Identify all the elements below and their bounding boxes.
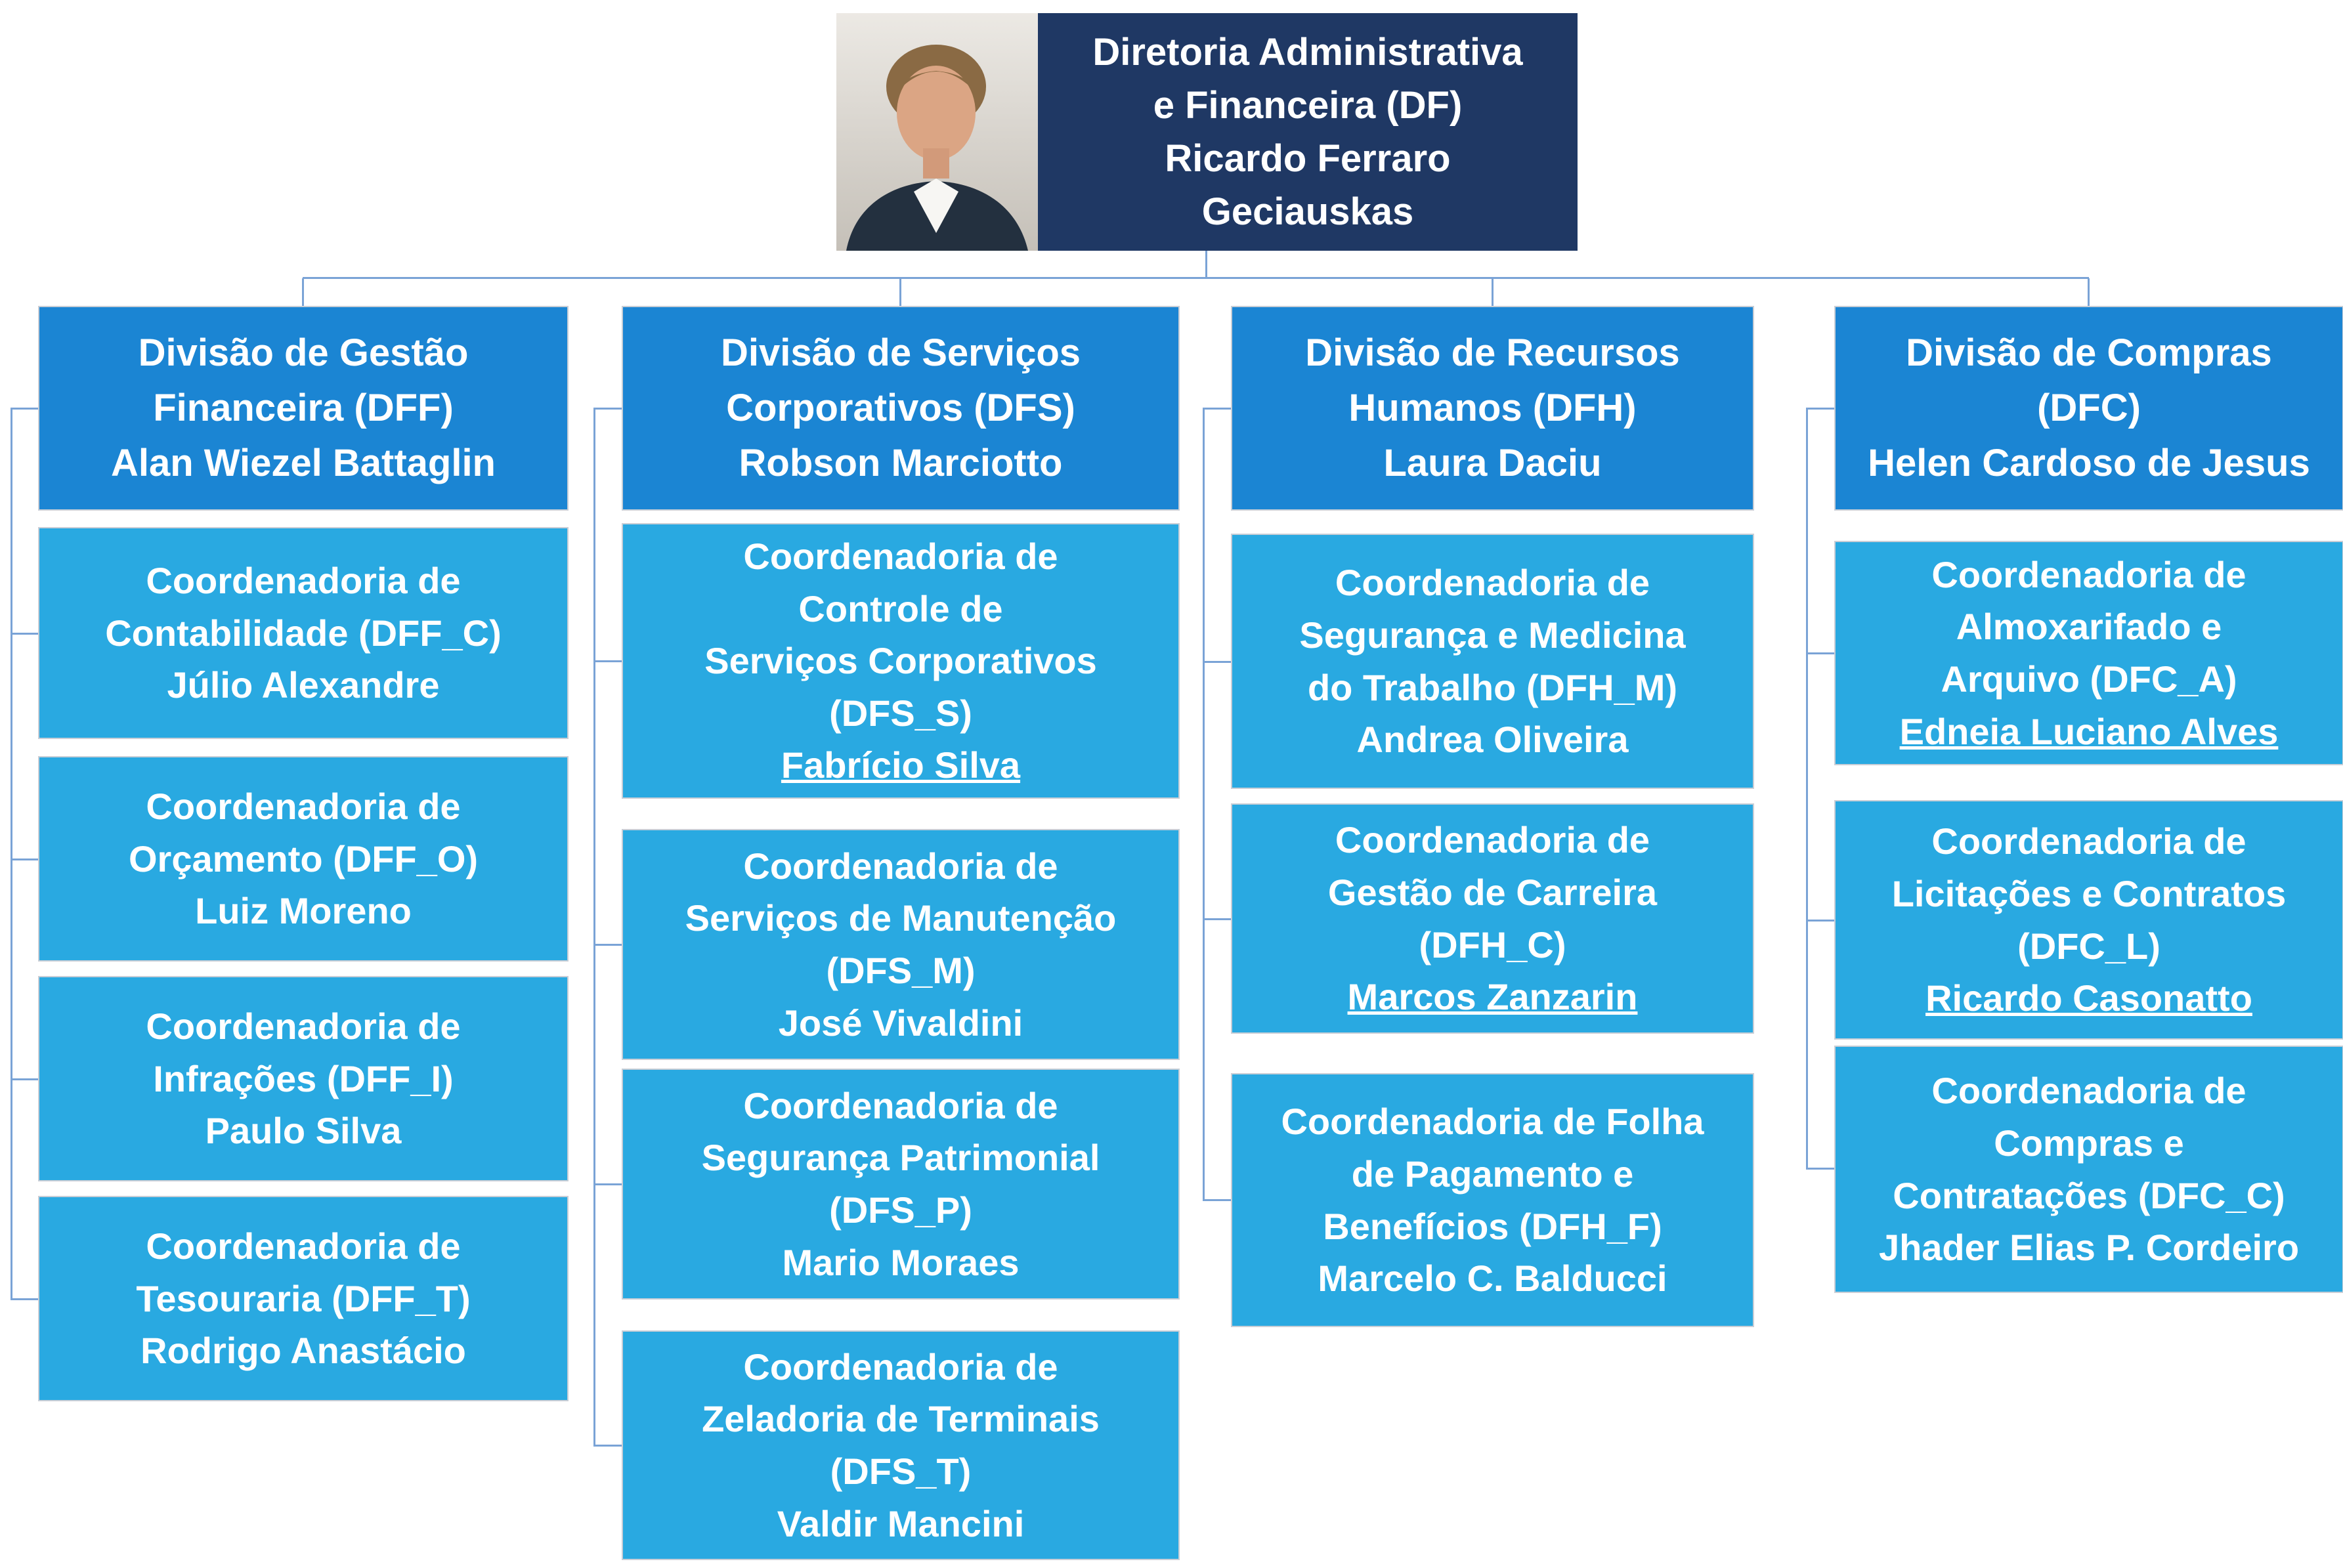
org-box-title: Coordenadoria de Compras e Contratações … (1893, 1070, 2285, 1216)
org-box-title: Divisão de Compras (DFC) (1906, 331, 2272, 429)
connector-line (1806, 408, 1808, 1170)
org-box-manager: Marcelo C. Balducci (1318, 1258, 1667, 1300)
connector-line (1203, 661, 1232, 663)
org-box-manager: Laura Daciu (1383, 442, 1602, 485)
org-box-title: Coordenadoria de Segurança Patrimonial (… (701, 1084, 1100, 1231)
connector-line (2088, 278, 2090, 306)
connector-line (11, 858, 39, 860)
connector-line (11, 408, 12, 1300)
org-box-title: Coordenadoria de Controle de Serviços Co… (704, 536, 1097, 734)
connector-line (1806, 408, 1836, 410)
connector-line (302, 278, 304, 306)
connector-line (1203, 408, 1232, 410)
connector-line (593, 408, 595, 1446)
org-box-manager: Robson Marciotto (739, 442, 1063, 485)
org-box-dfc-c: Coordenadoria de Compras e Contratações … (1834, 1046, 2343, 1293)
org-box-root: Diretoria Administrativa e Financeira (D… (1038, 13, 1578, 251)
org-box-title: Coordenadoria de Orçamento (DFF_O) (128, 786, 479, 879)
org-box-dff-c: Coordenadoria de Contabilidade (DFF_C) J… (38, 527, 569, 739)
person-portrait-icon (836, 13, 1038, 251)
org-box-dff-t: Coordenadoria de Tesouraria (DFF_T) Rodr… (38, 1196, 569, 1401)
org-box-dfc: Divisão de Compras (DFC) Helen Cardoso d… (1834, 306, 2343, 511)
org-box-dfh: Divisão de Recursos Humanos (DFH) Laura … (1231, 306, 1754, 511)
org-box-manager: Jhader Elias P. Cordeiro (1878, 1227, 2300, 1269)
org-box-title: Divisão de Recursos Humanos (DFH) (1305, 331, 1680, 429)
org-box-manager: Helen Cardoso de Jesus (1868, 442, 2310, 485)
connector-line (593, 1183, 623, 1185)
connector-line (11, 633, 39, 635)
connector-line (1806, 1168, 1836, 1170)
org-box-title: Coordenadoria de Tesouraria (DFF_T) (136, 1225, 471, 1319)
org-box-title: Diretoria Administrativa e Financeira (D… (1092, 30, 1523, 127)
org-box-dfs: Divisão de Serviços Corporativos (DFS) R… (622, 306, 1180, 511)
org-box-manager: José Vivaldini (778, 1002, 1023, 1044)
connector-line (11, 408, 39, 410)
org-box-title: Divisão de Serviços Corporativos (DFS) (720, 331, 1081, 429)
connector-line (303, 277, 2089, 279)
connector-line (1806, 652, 1836, 654)
connector-line (1806, 920, 1836, 922)
connector-line (1203, 408, 1205, 1201)
org-box-dfs-m: Coordenadoria de Serviços de Manutenção … (622, 829, 1180, 1060)
org-box-manager: Edneia Luciano Alves (1899, 710, 2279, 752)
org-box-dfh-c: Coordenadoria de Gestão de Carreira (DFH… (1231, 803, 1754, 1034)
org-box-manager: Paulo Silva (205, 1110, 402, 1152)
director-photo (836, 13, 1038, 251)
org-box-manager: Marcos Zanzarin (1347, 976, 1638, 1018)
connector-line (593, 660, 623, 662)
org-box-dfc-a: Coordenadoria de Almoxarifado e Arquivo … (1834, 541, 2343, 765)
org-box-title: Coordenadoria de Contabilidade (DFF_C) (105, 560, 502, 654)
org-box-title: Coordenadoria de Segurança e Medicina do… (1299, 562, 1686, 708)
org-box-manager: Fabrício Silva (781, 744, 1021, 786)
org-box-manager: Ricardo Casonatto (1925, 977, 2252, 1019)
org-box-title: Coordenadoria de Folha de Pagamento e Be… (1281, 1101, 1704, 1247)
org-box-dff-o: Coordenadoria de Orçamento (DFF_O) Luiz … (38, 756, 569, 962)
org-box-dfh-f: Coordenadoria de Folha de Pagamento e Be… (1231, 1073, 1754, 1327)
org-box-title: Coordenadoria de Infrações (DFF_I) (146, 1006, 461, 1099)
connector-line (1205, 251, 1207, 278)
org-box-dff: Divisão de Gestão Financeira (DFF) Alan … (38, 306, 569, 511)
connector-line (11, 1298, 39, 1300)
org-box-manager: Valdir Mancini (777, 1502, 1025, 1544)
connector-line (593, 1445, 623, 1447)
org-box-dfs-s: Coordenadoria de Controle de Serviços Co… (622, 523, 1180, 799)
org-box-manager: Ricardo Ferraro Geciauskas (1165, 137, 1451, 234)
org-box-manager: Luiz Moreno (195, 890, 412, 932)
org-box-dfs-p: Coordenadoria de Segurança Patrimonial (… (622, 1069, 1180, 1300)
org-box-manager: Andrea Oliveira (1356, 719, 1629, 761)
org-box-title: Coordenadoria de Zeladoria de Terminais … (702, 1346, 1100, 1492)
org-box-title: Coordenadoria de Serviços de Manutenção … (685, 845, 1117, 991)
org-box-title: Coordenadoria de Almoxarifado e Arquivo … (1931, 553, 2246, 700)
connector-line (1203, 918, 1232, 920)
org-box-manager: Alan Wiezel Battaglin (110, 442, 496, 485)
org-box-title: Coordenadoria de Gestão de Carreira (DFH… (1327, 819, 1658, 965)
org-box-title: Divisão de Gestão Financeira (DFF) (138, 331, 469, 429)
org-box-dfh-m: Coordenadoria de Segurança e Medicina do… (1231, 534, 1754, 789)
connector-line (1492, 278, 1494, 306)
org-box-dfs-t: Coordenadoria de Zeladoria de Terminais … (622, 1330, 1180, 1560)
org-box-manager: Júlio Alexandre (167, 664, 440, 706)
org-box-dff-i: Coordenadoria de Infrações (DFF_I) Paulo… (38, 976, 569, 1181)
connector-line (593, 944, 623, 946)
org-box-dfc-l: Coordenadoria de Licitações e Contratos … (1834, 800, 2343, 1040)
connector-line (899, 278, 901, 306)
connector-line (593, 408, 623, 410)
org-box-manager: Mario Moraes (782, 1241, 1020, 1283)
connector-line (1203, 1199, 1232, 1201)
org-box-title: Coordenadoria de Licitações e Contratos … (1891, 820, 2287, 967)
connector-line (11, 1078, 39, 1080)
org-box-manager: Rodrigo Anastácio (140, 1330, 466, 1372)
